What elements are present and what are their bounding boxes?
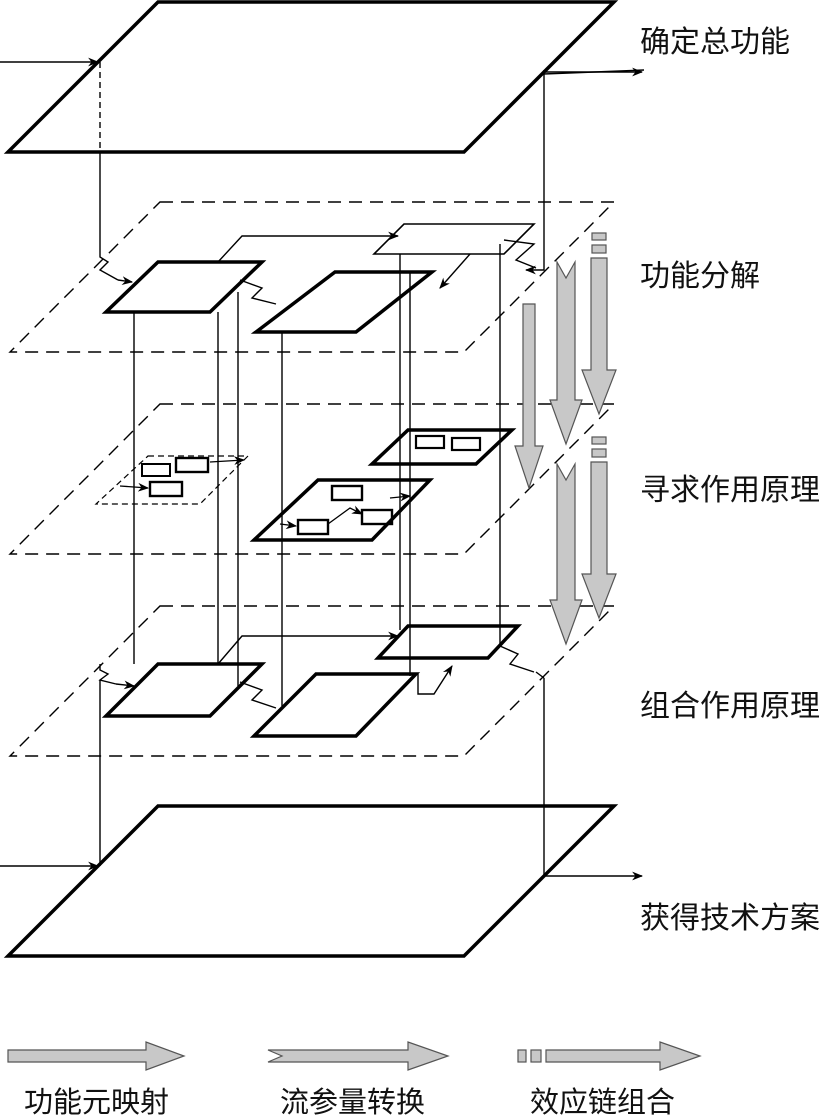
combined-element-2 bbox=[249, 672, 421, 738]
legend-label-effect-chain: 效应链组合 bbox=[530, 1085, 675, 1118]
combined-element-1 bbox=[101, 662, 267, 718]
function-element-3 bbox=[372, 223, 536, 255]
vertical-connectors bbox=[133, 244, 501, 706]
function-mapping-arrow bbox=[514, 303, 544, 490]
bottom-plane bbox=[0, 678, 644, 958]
seek-plane bbox=[8, 403, 616, 555]
combine-plane bbox=[8, 605, 616, 757]
layer-labels: 确定总功能 功能分解 寻求作用原理 组合作用原理 获得技术方案 bbox=[640, 25, 820, 936]
principle-box-right bbox=[367, 428, 517, 466]
legend: 功能元映射 流参量转换 效应链组合 bbox=[7, 1041, 702, 1118]
legend-label-flow-conversion: 流参量转换 bbox=[280, 1085, 425, 1118]
label-combine: 组合作用原理 bbox=[640, 689, 820, 724]
decompose-plane bbox=[8, 62, 616, 353]
top-plane bbox=[0, 0, 645, 154]
principle-box-center bbox=[249, 478, 435, 542]
label-bottom: 获得技术方案 bbox=[640, 901, 820, 936]
effect-chain-arrow-1 bbox=[581, 257, 617, 416]
label-decompose: 功能分解 bbox=[640, 259, 760, 294]
label-seek: 寻求作用原理 bbox=[640, 473, 820, 508]
label-top: 确定总功能 bbox=[640, 25, 790, 60]
legend-function-mapping-arrow bbox=[7, 1041, 186, 1071]
legend-flow-conversion-arrow bbox=[267, 1041, 450, 1071]
flow-conversion-arrow-1 bbox=[549, 259, 583, 446]
combined-element-3 bbox=[373, 624, 523, 660]
function-element-2 bbox=[250, 270, 438, 334]
process-arrows bbox=[514, 232, 617, 646]
legend-label-function-mapping: 功能元映射 bbox=[24, 1085, 169, 1118]
function-element-1 bbox=[101, 260, 267, 314]
legend-effect-chain-arrow bbox=[517, 1041, 702, 1071]
effect-chain-arrow-2 bbox=[581, 461, 617, 620]
flow-conversion-arrow-2 bbox=[549, 461, 583, 646]
